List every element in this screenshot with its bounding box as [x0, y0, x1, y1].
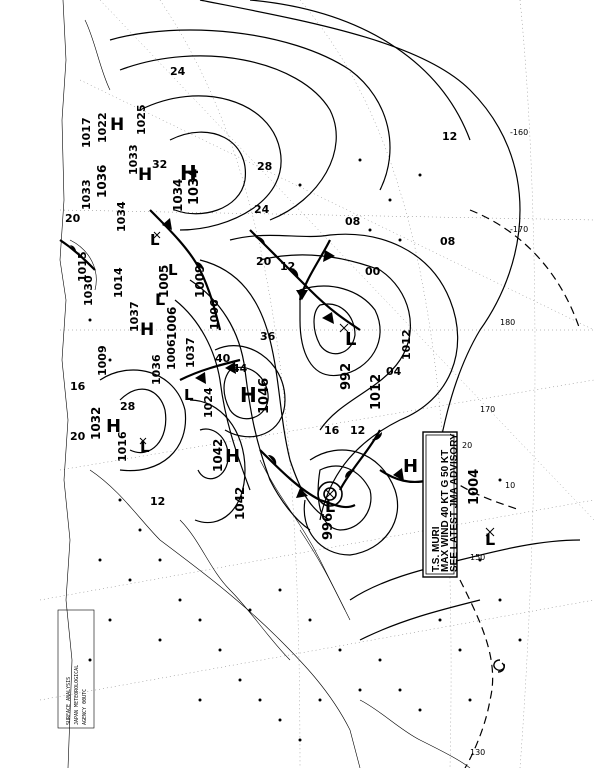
header-line: JAPAN METEOROLOGICAL: [74, 665, 80, 725]
isobar-label: 1006: [165, 339, 178, 370]
isobar-label: 28: [257, 160, 272, 173]
high-pressure-value: 1032: [89, 407, 103, 440]
isobar-label: 04: [386, 365, 402, 378]
high-center-label: H: [403, 456, 418, 477]
high-center-label: H: [138, 165, 152, 185]
advisory-note: SEE LATEST JMA ADVISORY: [449, 433, 460, 572]
low-center-label: L: [168, 261, 178, 279]
coastlines: [59, 0, 471, 768]
isobar-label: 1024: [202, 387, 215, 418]
isobar-label: 1033: [80, 179, 93, 210]
longitude-label: -160: [510, 128, 528, 137]
front-symbols: [70, 218, 404, 498]
header-line: AGENCY 00UTC: [82, 689, 88, 725]
advisory-wind: MAX WIND 40 KT G 50 KT: [440, 450, 451, 572]
latitude-label: 10: [505, 481, 515, 490]
high-center-label: H: [225, 446, 240, 467]
low-center-label: L: [140, 438, 150, 456]
high-center-label: H: [110, 115, 124, 135]
high-center-label: H: [240, 383, 257, 407]
isobar-label: 1034: [115, 201, 128, 232]
typhoon-advisory-box: T.S. MURI MAX WIND 40 KT G 50 KT SEE LAT…: [422, 431, 460, 578]
isobar-label: 1036: [150, 354, 163, 385]
chart-header: SURFACE ANALYSIS JAPAN METEOROLOGICAL AG…: [57, 609, 95, 729]
high-center-label: H: [180, 161, 197, 185]
isobar-label: 1037: [184, 337, 197, 368]
pressure-centers: H H H H H H H H L L L L L L L L 1034 103…: [65, 65, 495, 549]
graticule-labels: -160 -170 180 170 150 130 20 10: [462, 128, 528, 757]
isobars: [99, 0, 581, 641]
isobar-label: 1037: [128, 301, 141, 332]
isobar-label: 1006: [208, 299, 221, 330]
isobar-label: 1014: [112, 267, 125, 298]
high-pressure-value: 1034: [171, 179, 185, 212]
isobar-label: 1016: [116, 431, 129, 462]
isobar-label: 16: [70, 380, 86, 393]
high-pressure-value: 1034: [187, 169, 202, 205]
latitude-label: 20: [462, 441, 472, 450]
isobar-label: 1012: [400, 329, 413, 360]
isobar-label: 12: [442, 130, 457, 143]
trough-lines: [439, 209, 581, 768]
isobar-label: 20: [256, 255, 272, 268]
low-pressure-value: 1004: [467, 469, 482, 505]
isobar-label: 12: [280, 260, 295, 273]
low-pressure-value: 1005: [157, 265, 171, 298]
isobar-label: 1009: [96, 345, 109, 376]
isobar-label: 12: [350, 424, 365, 437]
low-center-label: L: [150, 231, 160, 249]
isobar-label: 1030: [82, 275, 95, 306]
longitude-label: -170: [510, 225, 528, 234]
station-observations: [88, 158, 522, 742]
graticule: [39, 0, 594, 768]
isobar-label: 28: [120, 400, 135, 413]
high-pressure-value: 1046: [257, 378, 272, 414]
longitude-label: 150: [470, 553, 485, 562]
high-center-label: H: [106, 416, 121, 437]
low-pressure-value: 992: [339, 363, 354, 390]
low-pressure-value: 996: [321, 513, 336, 540]
isobar-label: 1025: [135, 104, 148, 135]
isobar-label: 1015: [76, 251, 89, 282]
isobar-label: 1017: [80, 117, 93, 148]
isobar-label: 1033: [127, 144, 140, 175]
low-center-label: L: [184, 386, 194, 404]
high-center-label: H: [140, 320, 154, 340]
isobar-label: 24: [170, 65, 186, 78]
isobar-label: 40: [215, 352, 231, 365]
longitude-label: 130: [470, 748, 485, 757]
low-center-label: L: [485, 530, 495, 549]
isobar-label: 32: [152, 158, 167, 171]
high-pressure-value: 1042: [233, 487, 247, 520]
isobar-label: 12: [150, 495, 165, 508]
isobar-label: 1022: [96, 112, 109, 143]
longitude-label: 180: [500, 318, 515, 327]
low-pressure-value: 1009: [193, 265, 207, 298]
advisory-storm-name: T.S. MURI: [431, 526, 442, 572]
low-pressure-value: 1006: [165, 307, 179, 340]
isobar-label: 16: [324, 424, 340, 437]
high-pressure-value: 1036: [95, 165, 109, 198]
isobar-label: 08: [345, 215, 360, 228]
isobar-label: 08: [440, 235, 455, 248]
isobar-label: 24: [254, 203, 270, 216]
low-center-label: L: [345, 329, 356, 350]
isobar-label: 00: [365, 265, 381, 278]
typhoon-symbol-icon: [493, 659, 506, 673]
low-center-label: L: [155, 290, 165, 309]
isobar-label: 20: [70, 430, 86, 443]
header-line: SURFACE ANALYSIS: [66, 677, 72, 725]
high-pressure-value: 1012: [369, 374, 384, 410]
longitude-label: 170: [480, 405, 495, 414]
isobar-label: 20: [65, 212, 81, 225]
isobar-label: 44: [232, 362, 248, 375]
high-pressure-value: 1042: [211, 439, 225, 472]
isobar-label: 36: [260, 330, 276, 343]
